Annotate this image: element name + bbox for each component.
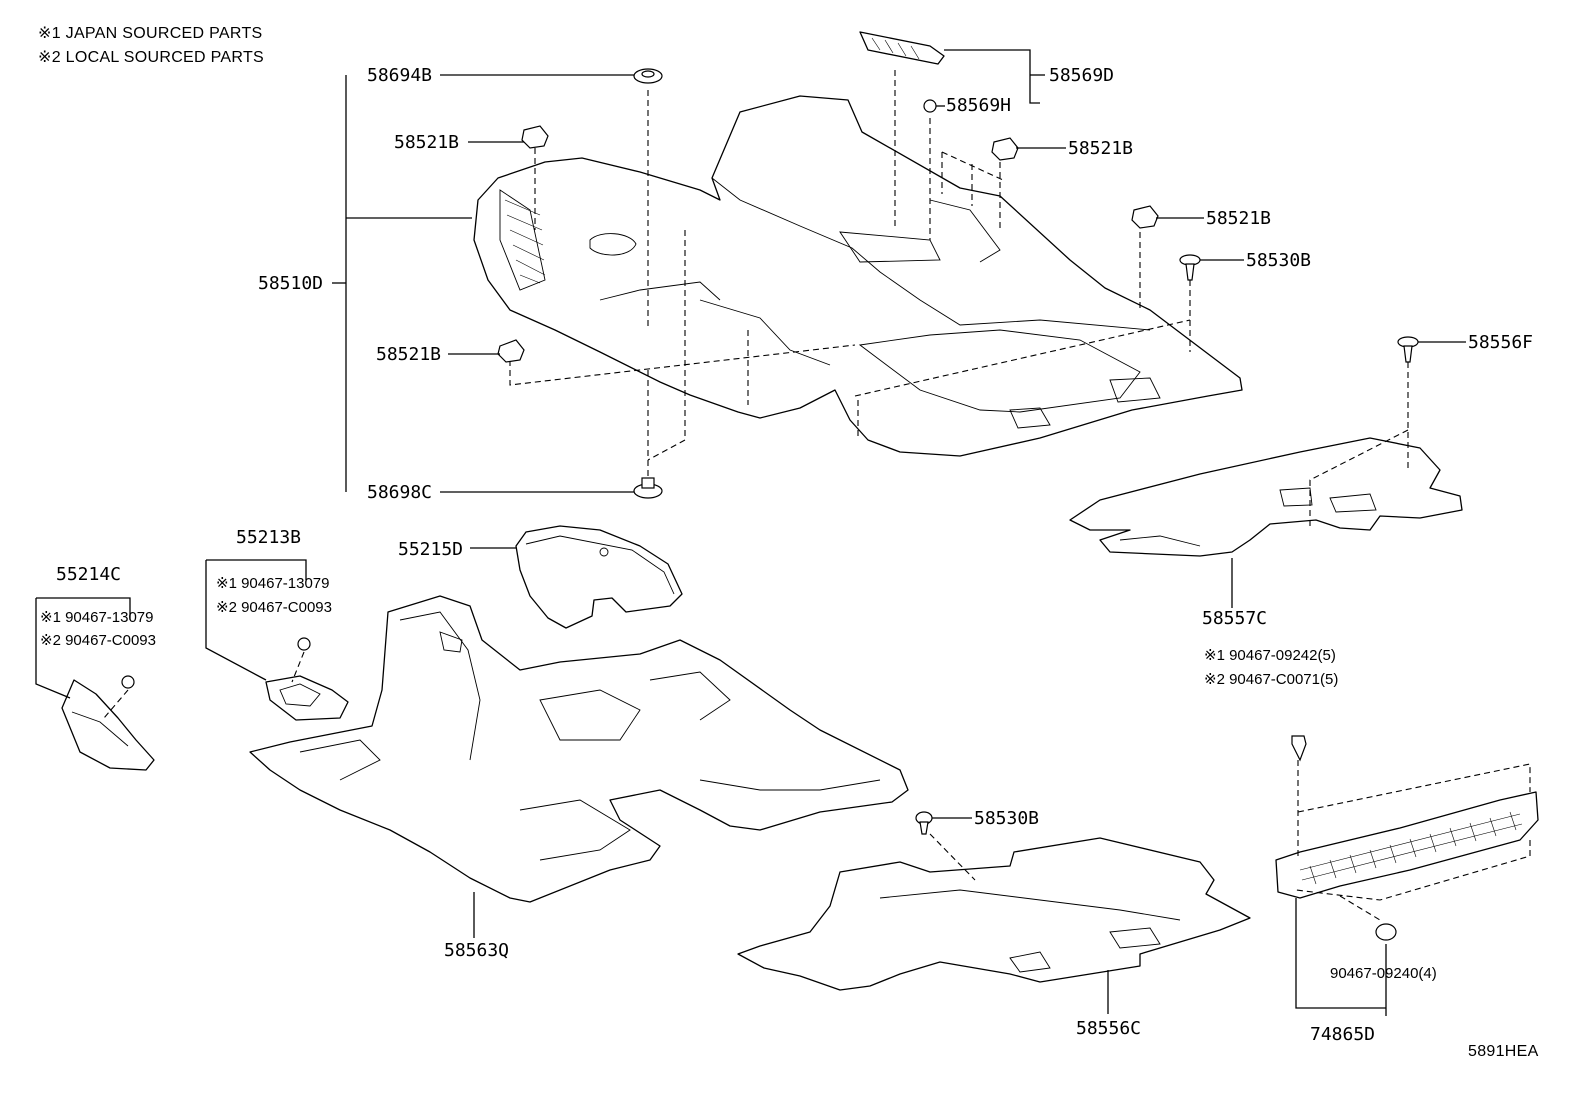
label-58510D: 58510D [258, 273, 323, 294]
clip-74865D-push[interactable] [1291, 735, 1307, 762]
dashed-guide-58556F [1309, 362, 1409, 530]
label-58556C: 58556C [1076, 1018, 1141, 1039]
part-58563Q-floor-silencer[interactable] [249, 595, 909, 903]
dashed-guide-74865D-bottom [1295, 840, 1531, 921]
dashed-guide-58530B-lower [929, 833, 976, 881]
leader-55214C [35, 597, 131, 699]
label-55214C-japan: ※1 90467-13079 [40, 609, 154, 626]
clip-58694B[interactable] [633, 68, 663, 84]
label-90467-09240: 90467-09240(4) [1330, 965, 1437, 982]
clip-58530B-upper[interactable] [1179, 254, 1201, 281]
clip-58521B-2[interactable] [497, 339, 525, 363]
part-58510D-floor-carpet[interactable] [473, 95, 1243, 457]
clip-58530B-lower[interactable] [915, 811, 933, 835]
label-55213B-local: ※2 90467-C0093 [216, 599, 332, 616]
dashed-guides-upper [509, 70, 1191, 478]
leaders-upper [332, 49, 1244, 493]
label-74865D: 74865D [1310, 1024, 1375, 1045]
label-58556F: 58556F [1468, 332, 1533, 353]
clip-55214C[interactable] [121, 675, 135, 689]
label-58569D: 58569D [1049, 65, 1114, 86]
label-58694B: 58694B [367, 65, 432, 86]
label-58557C: 58557C [1202, 608, 1267, 629]
label-58521B-2: 58521B [376, 344, 441, 365]
clip-58556F[interactable] [1397, 336, 1419, 363]
part-58557C-rear-carpet[interactable] [1069, 437, 1463, 557]
part-74865D-cover[interactable] [1275, 791, 1539, 899]
label-74865D-japan: ※1 90467-09242(5) [1204, 647, 1336, 664]
part-58556C-rear-silencer[interactable] [737, 837, 1251, 991]
clip-58521B-4[interactable] [1131, 205, 1159, 229]
note-japan-sourced: ※1 JAPAN SOURCED PARTS [38, 25, 263, 42]
clip-58698C[interactable] [633, 477, 663, 499]
dashed-guide-55214C [103, 689, 129, 719]
label-58698C: 58698C [367, 482, 432, 503]
label-58530B-lower: 58530B [974, 808, 1039, 829]
label-58530B-upper: 58530B [1246, 250, 1311, 271]
part-55215D-floor-mat[interactable] [515, 525, 683, 629]
label-58521B-3: 58521B [1068, 138, 1133, 159]
clip-55213B[interactable] [297, 637, 311, 651]
label-55214C-local: ※2 90467-C0093 [40, 632, 156, 649]
clip-58569H[interactable] [923, 99, 937, 113]
clip-58521B-1[interactable] [521, 125, 549, 149]
part-55214C-pad[interactable] [61, 679, 155, 771]
dashed-guide-74865D-top [1297, 760, 1531, 860]
label-58521B-4: 58521B [1206, 208, 1271, 229]
diagram-code: 5891HEA [1468, 1043, 1539, 1060]
leader-55213B [205, 559, 307, 681]
clip-90467-09240[interactable] [1375, 923, 1397, 941]
label-55213B: 55213B [236, 527, 301, 548]
label-58563Q: 58563Q [444, 940, 509, 961]
label-55213B-japan: ※1 90467-13079 [216, 575, 330, 592]
dashed-guide-55213B [291, 651, 305, 683]
clip-58521B-3[interactable] [991, 137, 1019, 161]
label-74865D-local: ※2 90467-C0071(5) [1204, 671, 1338, 688]
note-local-sourced: ※2 LOCAL SOURCED PARTS [38, 49, 264, 66]
part-58569D-trim-plate[interactable] [859, 31, 945, 65]
part-55213B-pad[interactable] [265, 675, 349, 721]
label-58569H: 58569H [946, 95, 1011, 116]
label-55215D: 55215D [398, 539, 463, 560]
leader-74865D [1295, 898, 1387, 1016]
label-55214C: 55214C [56, 564, 121, 585]
label-58521B-1: 58521B [394, 132, 459, 153]
